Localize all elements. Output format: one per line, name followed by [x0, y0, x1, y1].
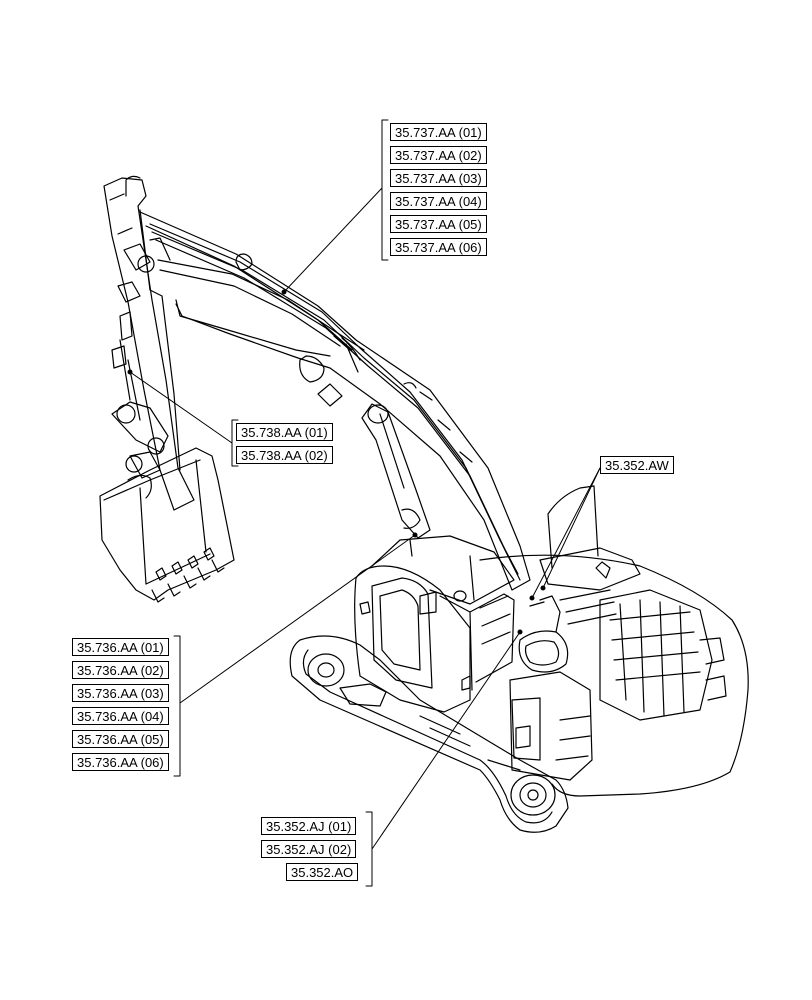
ref-label-pump-ao[interactable]: 35.352.AO — [286, 863, 359, 881]
ref-label-pump-line-1[interactable]: 35.352.AJ (01) — [261, 817, 357, 835]
boom — [139, 211, 531, 591]
ref-label-swivel[interactable]: 35.352.AW — [600, 456, 674, 474]
boom-cylinder — [361, 403, 431, 539]
ref-label-boom-line-6[interactable]: 35.736.AA (06) — [72, 753, 169, 771]
bucket — [99, 447, 235, 603]
ref-label-arm-line-2[interactable]: 35.737.AA (02) — [390, 146, 487, 164]
bucket-linkage — [111, 401, 169, 479]
ref-label-arm-line-5[interactable]: 35.737.AA (05) — [390, 215, 487, 233]
operator-cab — [354, 535, 515, 713]
ref-label-pump-line-2[interactable]: 35.352.AJ (02) — [261, 840, 357, 858]
ref-label-boom-line-1[interactable]: 35.736.AA (01) — [72, 638, 169, 656]
track-assembly — [289, 635, 569, 833]
leader-lines — [127, 119, 601, 887]
ref-label-arm-line-6[interactable]: 35.737.AA (06) — [390, 238, 487, 256]
ref-label-boom-line-3[interactable]: 35.736.AA (03) — [72, 684, 169, 702]
ref-label-boom-line-4[interactable]: 35.736.AA (04) — [72, 707, 169, 725]
ref-label-arm-line-3[interactable]: 35.737.AA (03) — [390, 169, 487, 187]
ref-label-bucket-line-2[interactable]: 35.738.AA (02) — [236, 446, 333, 464]
ref-label-boom-line-5[interactable]: 35.736.AA (05) — [72, 730, 169, 748]
ref-label-arm-line-1[interactable]: 35.737.AA (01) — [390, 123, 487, 141]
ref-label-boom-line-2[interactable]: 35.736.AA (02) — [72, 661, 169, 679]
ref-label-bucket-line-1[interactable]: 35.738.AA (01) — [236, 423, 333, 441]
arm-stick — [103, 175, 195, 511]
upper-structure — [479, 485, 749, 797]
ref-label-arm-line-4[interactable]: 35.737.AA (04) — [390, 192, 487, 210]
